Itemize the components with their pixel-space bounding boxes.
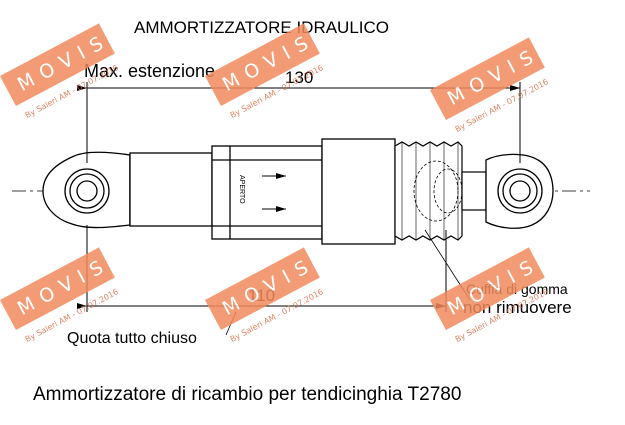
body-marking: APERTO — [238, 175, 245, 204]
caption: Ammortizzatore di ricambio per tendicing… — [33, 384, 461, 405]
watermark-bottom-center: MOVIS By Saleri AM - 07.07.2016 — [205, 247, 325, 344]
watermark-top-center: MOVIS By Saleri AM - 07.07.2016 — [205, 23, 325, 120]
watermark-top-left: MOVIS By Saleri AM - 07.07.2016 — [0, 23, 120, 120]
rubber-boot — [394, 141, 463, 241]
right-eye-mount — [485, 153, 554, 229]
piston-rod — [461, 171, 487, 211]
watermark-bottom-right: MOVIS By Saleri AM - 07.07.2016 — [430, 247, 550, 344]
closed-label: Quota tutto chiuso — [67, 330, 197, 347]
max-extension-label: Max. estenzione — [84, 61, 215, 81]
dimension-extended-value: 130 — [285, 68, 313, 87]
watermark-top-right: MOVIS By Saleri AM - 07.07.2016 — [430, 37, 550, 134]
drawing-title: AMMORTIZZATORE IDRAULICO — [134, 18, 389, 37]
left-eye-mount — [42, 151, 131, 229]
direction-arrows — [262, 173, 286, 212]
cylinder-tube — [129, 145, 323, 240]
rod-body — [321, 138, 396, 245]
